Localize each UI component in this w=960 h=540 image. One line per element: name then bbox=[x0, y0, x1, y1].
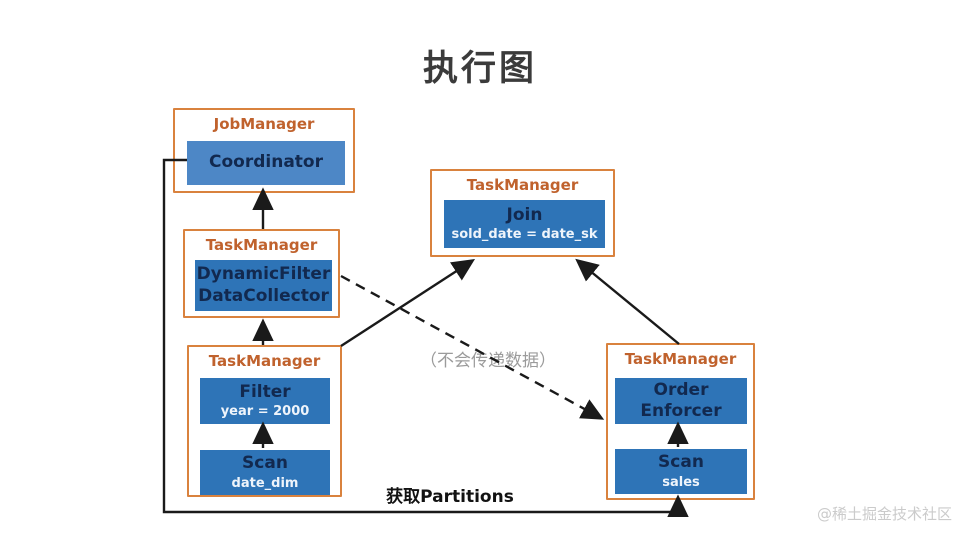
scan-date-dim-node-title: Scan bbox=[242, 453, 288, 474]
edge-filter-to-join bbox=[340, 259, 476, 348]
right-taskmanager-frame-label: TaskManager bbox=[624, 350, 737, 368]
build-taskmanager-frame: TaskManager Filter year = 2000 Scan date… bbox=[187, 345, 342, 497]
join-node-condition: sold_date = date_sk bbox=[451, 227, 598, 242]
coordinator-node: Coordinator bbox=[187, 141, 345, 185]
build-taskmanager-frame-label: TaskManager bbox=[208, 352, 321, 370]
no-data-transfer-label: （不会传递数据） bbox=[420, 351, 556, 371]
get-partitions-label: 获取Partitions bbox=[386, 487, 514, 507]
dynamicfilter-datacollector-node-title: DynamicFilter DataCollector bbox=[196, 264, 331, 306]
order-enforcer-node-title: Order Enforcer bbox=[640, 379, 722, 421]
join-taskmanager-frame: TaskManager Join sold_date = date_sk bbox=[430, 169, 615, 257]
join-taskmanager-frame-label: TaskManager bbox=[466, 176, 579, 194]
scan-sales-node: Scan sales bbox=[615, 449, 747, 494]
page-title: 执行图 bbox=[422, 49, 537, 89]
jobmanager-frame: JobManager Coordinator bbox=[173, 108, 355, 193]
collector-taskmanager-frame-label: TaskManager bbox=[205, 236, 318, 254]
scan-sales-node-table: sales bbox=[662, 474, 700, 490]
join-node-title: Join bbox=[506, 204, 543, 225]
watermark: @稀土掘金技术社区 bbox=[816, 505, 952, 523]
collector-taskmanager-frame: TaskManager DynamicFilter DataCollector bbox=[183, 229, 340, 318]
filter-node: Filter year = 2000 bbox=[200, 378, 330, 424]
join-node: Join sold_date = date_sk bbox=[444, 200, 605, 248]
coordinator-node-title: Coordinator bbox=[209, 152, 323, 173]
scan-sales-node-title: Scan bbox=[658, 452, 704, 473]
filter-node-title: Filter bbox=[239, 381, 291, 402]
scan-date-dim-node: Scan date_dim bbox=[200, 450, 330, 495]
jobmanager-frame-label: JobManager bbox=[213, 115, 315, 133]
order-enforcer-node: Order Enforcer bbox=[615, 378, 747, 424]
scan-date-dim-node-table: date_dim bbox=[231, 475, 299, 491]
right-taskmanager-frame: TaskManager Order Enforcer Scan sales bbox=[606, 343, 755, 500]
filter-node-condition: year = 2000 bbox=[220, 404, 310, 419]
edge-order-enforcer-to-join bbox=[575, 258, 680, 345]
dynamicfilter-datacollector-node: DynamicFilter DataCollector bbox=[195, 260, 332, 311]
